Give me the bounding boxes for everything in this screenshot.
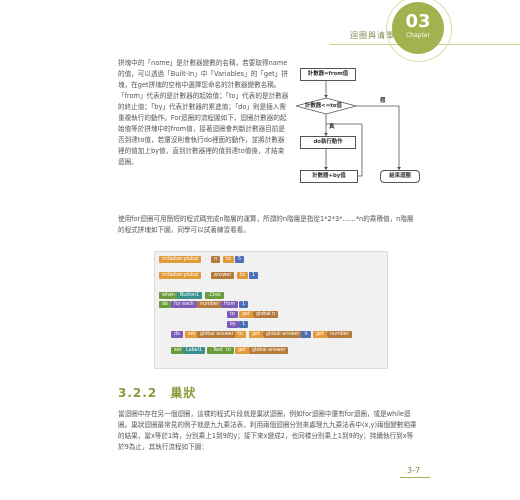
paragraph-nested-loop: 當迴圈中存在另一個迴圈，這樣的程式片段就是巢狀迴圈，例如for迴圈中還有for迴… [118, 410, 417, 451]
block-global-n: global n [253, 311, 279, 318]
block-get-3: get [313, 331, 327, 338]
block-click: .Click [205, 292, 224, 299]
flow-true-label: 真 [329, 124, 335, 130]
flow-false-label: 假 [380, 98, 386, 104]
block-get-1: get [239, 311, 253, 318]
block-number-var: number [197, 301, 222, 308]
block-multiply: × [301, 331, 312, 338]
chapter-label: Chapter [406, 32, 430, 39]
blocks-code-screenshot: initialize global n to 5 initialize glob… [154, 251, 388, 369]
block-var-answer: answer [211, 272, 235, 279]
block-to-1: to [223, 256, 234, 263]
block-number-ref: number [327, 331, 352, 338]
block-var-n: n [211, 256, 221, 263]
block-do-2: do [171, 331, 183, 338]
flow-action-box: do執行動作 [300, 136, 356, 149]
block-to-2: to [237, 272, 248, 279]
flow-increment-box: 計數器+by值 [300, 170, 358, 183]
block-init-answer: initialize global [159, 272, 202, 279]
flow-end-box: 結束迴圈 [380, 170, 420, 183]
block-text: . Text [207, 347, 226, 354]
block-set-2: set [171, 347, 185, 354]
block-for-each: for each [171, 301, 197, 308]
block-num-5: 5 [235, 256, 245, 263]
block-button1: Button1 [177, 292, 203, 299]
block-to-5: to [223, 347, 234, 354]
page-header: 迴圈與清單 03 Chapter [0, 0, 520, 62]
block-global-answer-1: global answer [197, 331, 237, 338]
section-title: 巢狀 [170, 386, 197, 400]
block-get-2: get [249, 331, 263, 338]
page-number-underline [400, 477, 430, 478]
block-by-1: 1 [239, 321, 249, 328]
for-loop-flowchart: 計數器=from值 計數器<=to值 真 假 do執行動作 計數器+by值 結束… [296, 66, 420, 198]
block-to-3: to [227, 311, 238, 318]
block-to-4: to [235, 331, 246, 338]
section-heading: 3.2.2 巢狀 [118, 384, 196, 401]
flow-condition-label: 計數器<=to值 [305, 103, 342, 109]
block-by: by [227, 321, 239, 328]
paragraph-for-loop-intro: 拼塊中的「name」是計數器變數的名稱，若要取得name的值，可以透過「Buil… [118, 59, 289, 166]
flow-start-box: 計數器=from值 [300, 68, 356, 81]
block-label1: Label1 [183, 347, 205, 354]
block-when: when [159, 292, 178, 299]
block-from-1: 1 [239, 301, 249, 308]
chapter-ring [386, 0, 452, 62]
header-title: 迴圈與清單 [350, 31, 395, 40]
block-get-4: get [235, 347, 249, 354]
block-global-answer-2: global answer [263, 331, 303, 338]
block-do-1: do [159, 301, 171, 308]
page-number: 3-7 [407, 466, 421, 475]
block-num-1: 1 [249, 272, 259, 279]
block-init-n: initialize global [159, 256, 202, 263]
block-from: from [221, 301, 239, 308]
chapter-badge: 03 Chapter [392, 2, 444, 54]
flowchart-connectors [296, 80, 401, 177]
block-global-answer-3: global answer [249, 347, 289, 354]
block-set-1: set [185, 331, 199, 338]
section-number: 3.2.2 [118, 386, 158, 400]
chapter-number: 03 [405, 11, 431, 32]
paragraph-factorial: 使用for迴圈可用簡短的程式碼完成n階層的運算，所謂的n階層是指從1*2*3*…… [118, 215, 414, 234]
